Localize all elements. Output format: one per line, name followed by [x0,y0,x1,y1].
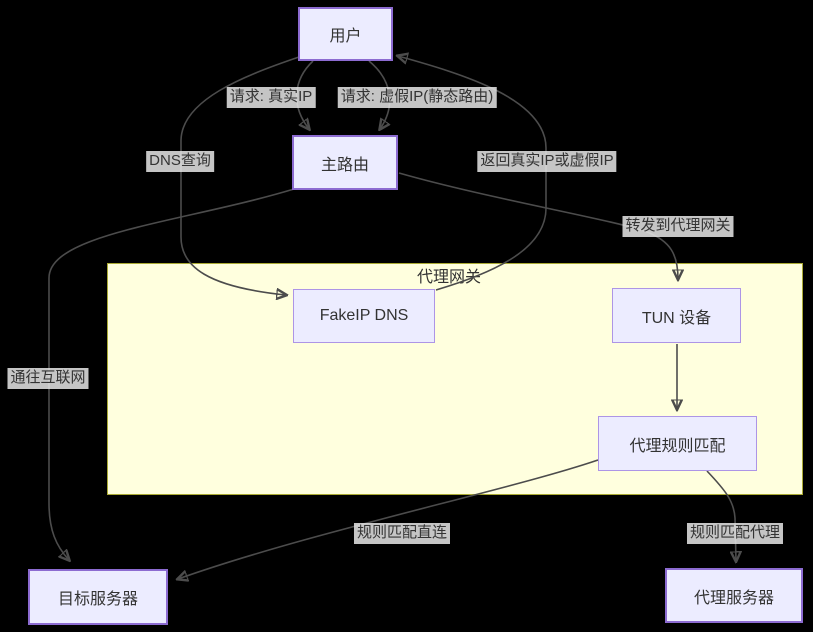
edge-label-to-internet: 通往互联网 [7,368,89,389]
edge-rules-target [178,459,599,579]
node-target-server: 目标服务器 [28,569,168,625]
node-proxy-rule-match-label: 代理规则匹配 [629,437,726,455]
edge-label-rule-direct: 规则匹配直连 [353,523,451,544]
edge-label-forward-gateway: 转发到代理网关 [622,216,734,237]
node-fakeip-dns: FakeIP DNS [293,289,435,343]
node-fakeip-dns-label: FakeIP DNS [319,307,409,324]
node-main-router-label: 主路由 [320,156,369,174]
edge-rules-proxy [706,470,736,561]
node-main-router: 主路由 [292,135,398,190]
edge-router-target [48,188,295,560]
node-tun-device-label: TUN 设备 [641,309,712,327]
edge-label-request-fake-ip: 请求: 虚假IP(静态路由) [337,87,497,108]
node-user-label: 用户 [329,28,362,45]
node-user: 用户 [298,7,393,61]
node-proxy-server: 代理服务器 [665,568,803,623]
node-target-server-label: 目标服务器 [57,591,138,608]
edge-label-rule-proxy: 规则匹配代理 [686,523,784,544]
edge-label-dns-query: DNS查询 [146,151,214,172]
node-proxy-rule-match: 代理规则匹配 [598,416,757,471]
node-tun-device: TUN 设备 [612,288,741,343]
edge-label-return-ip: 返回真实IP或虚假IP [477,151,617,172]
node-proxy-server-label: 代理服务器 [693,589,774,607]
edge-fakeipdns-user [398,56,547,291]
cluster-proxy-gateway-label: 代理网关 [417,269,482,286]
edge-user-fakeipdns [180,56,300,295]
edge-label-request-real-ip: 请求: 真实IP [226,87,316,108]
